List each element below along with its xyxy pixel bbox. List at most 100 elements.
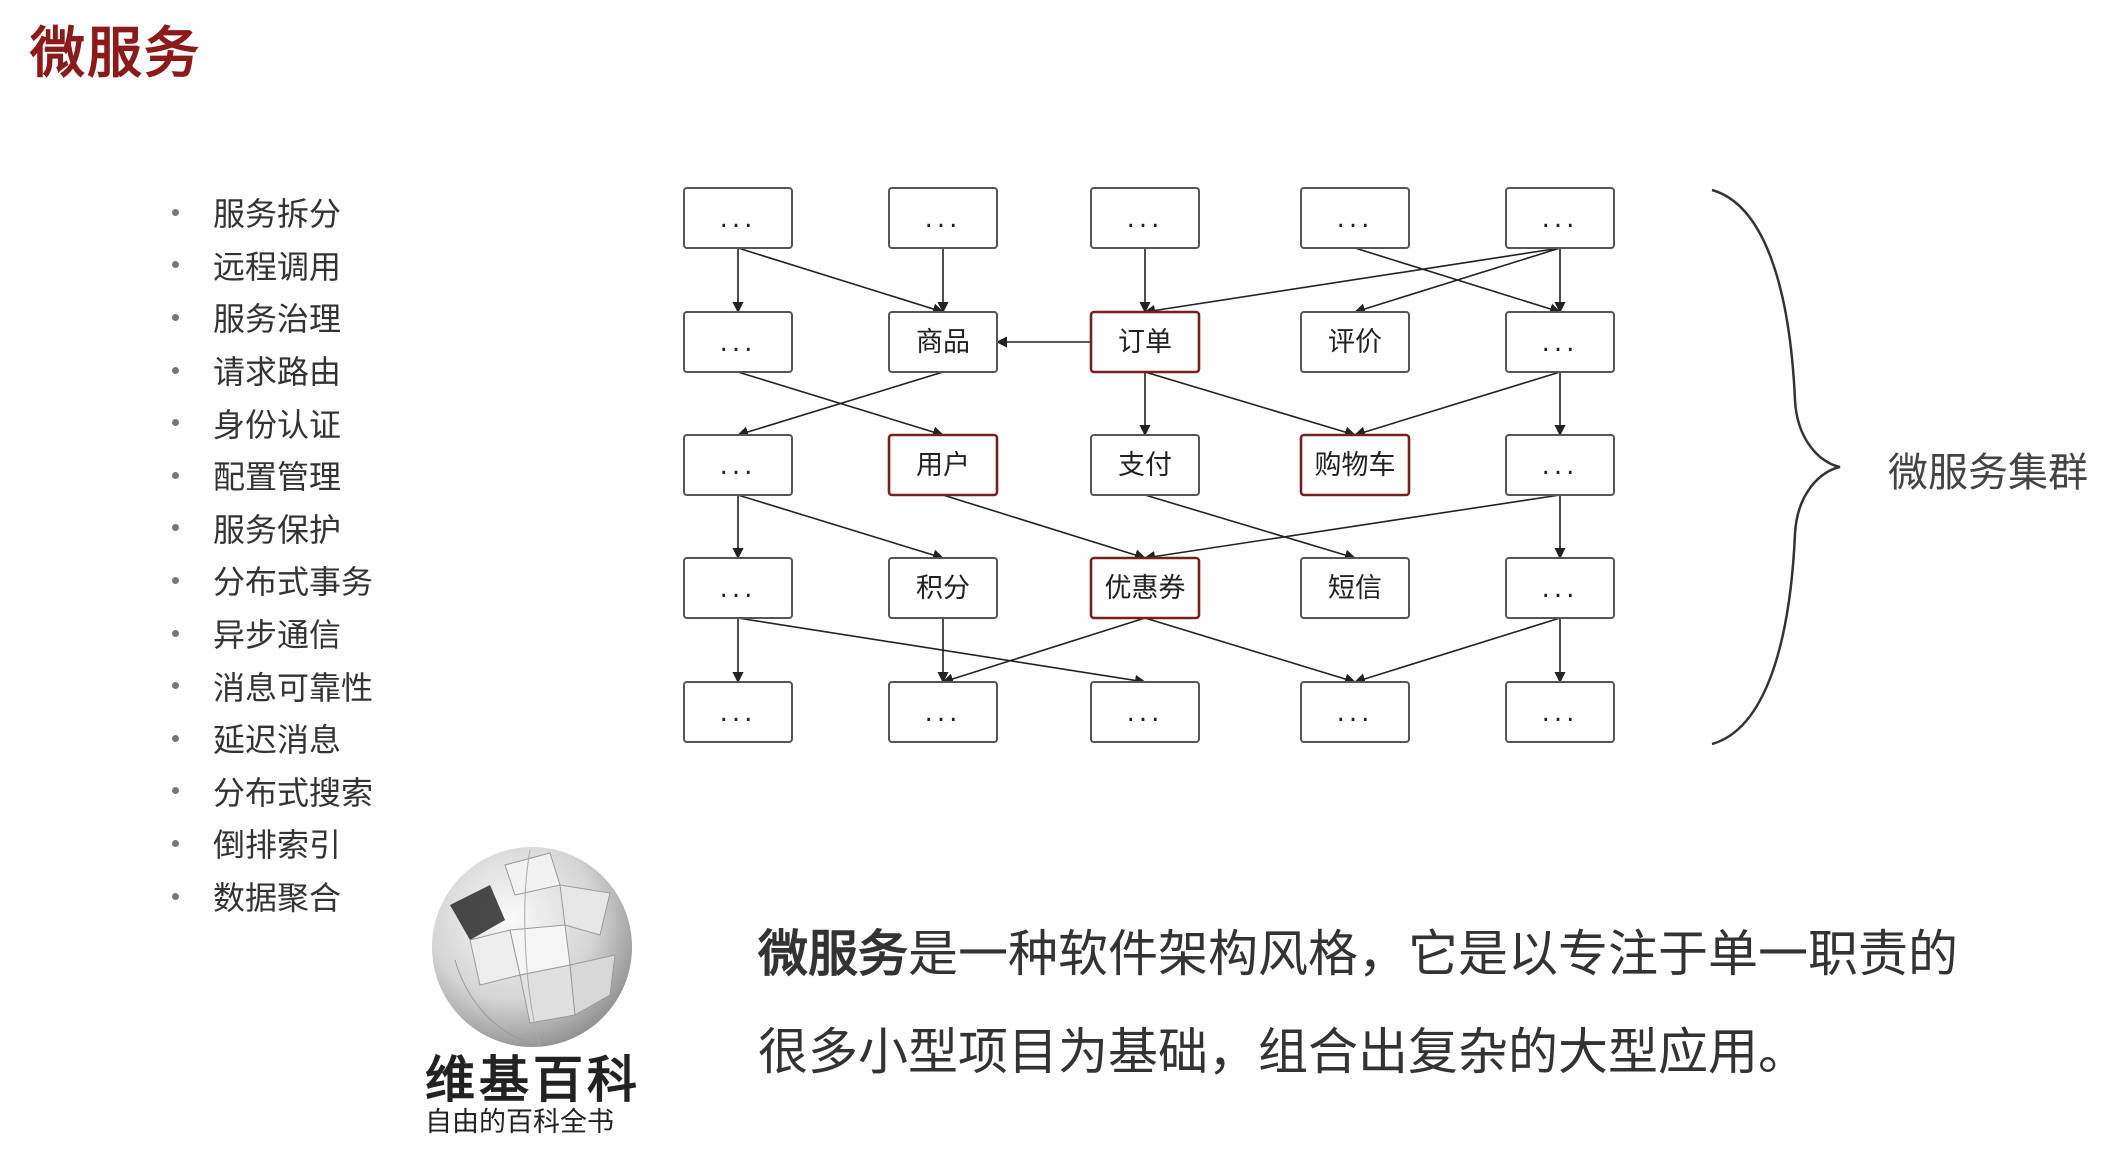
dependency-arrow: [1354, 247, 1562, 315]
feature-label: 数据聚合: [213, 879, 342, 918]
service-box: [1300, 557, 1410, 619]
service-node: ...: [1505, 681, 1615, 743]
feature-label: 服务治理: [213, 300, 342, 339]
feature-label: 延迟消息: [213, 721, 342, 760]
service-node: ...: [1505, 434, 1615, 496]
service-label: 短信: [1328, 573, 1382, 604]
bullet-icon: [172, 471, 179, 479]
feature-item: 远程调用: [172, 239, 373, 292]
cluster-label: 微服务集群: [1888, 450, 2088, 496]
feature-item: 身份认证: [172, 396, 373, 449]
service-node: 购物车: [1299, 433, 1411, 497]
feature-label: 服务拆分: [213, 195, 342, 234]
definition-line-1: 微服务是一种软件架构风格，它是以专注于单一职责的: [758, 905, 2098, 1003]
service-box: [1505, 557, 1615, 619]
service-box: [1089, 310, 1201, 374]
feature-item: 延迟消息: [172, 712, 373, 765]
service-node: ...: [1090, 681, 1200, 743]
definition-line-2: 很多小型项目为基础，组合出复杂的大型应用。: [758, 1023, 1808, 1081]
service-box: [1300, 187, 1410, 249]
feature-item: 数据聚合: [172, 870, 373, 923]
service-node: 短信: [1300, 557, 1410, 619]
feature-item: 倒排索引: [172, 817, 373, 870]
dependency-arrow: [1144, 371, 1357, 438]
bullet-icon: [172, 839, 179, 847]
service-node: ...: [1300, 187, 1410, 249]
service-node: 支付: [1090, 434, 1200, 496]
bullet-icon: [172, 629, 179, 637]
feature-item: 配置管理: [172, 449, 373, 502]
service-node: 积分: [888, 557, 998, 619]
feature-label: 分布式搜索: [213, 773, 374, 812]
service-box: [887, 433, 999, 497]
service-label: ...: [720, 574, 757, 604]
service-node: 商品: [888, 311, 998, 373]
service-box: [1090, 434, 1200, 496]
service-node: ...: [1505, 311, 1615, 373]
service-label: 用户: [916, 450, 970, 481]
bullet-icon: [172, 576, 179, 584]
service-label: 积分: [916, 573, 970, 604]
dependency-arrow: [1353, 617, 1561, 685]
feature-item: 服务拆分: [172, 186, 373, 239]
bullet-icon: [172, 787, 179, 795]
service-label: ...: [1337, 204, 1374, 234]
definition-text: 微服务是一种软件架构风格，它是以专注于单一职责的 很多小型项目为基础，组合出复杂…: [758, 905, 2098, 1101]
service-label: ...: [1542, 698, 1579, 728]
service-node: ...: [1090, 187, 1200, 249]
service-box: [1300, 681, 1410, 743]
bullet-icon: [172, 366, 179, 374]
cluster-brace: [1711, 188, 1841, 746]
service-label: ...: [720, 328, 757, 358]
service-node: ...: [683, 557, 793, 619]
service-node: ...: [683, 681, 793, 743]
feature-label: 请求路由: [213, 353, 342, 392]
service-box: [1300, 311, 1410, 373]
dependency-arrow: [1144, 494, 1357, 561]
service-label: ...: [1127, 204, 1164, 234]
feature-label: 身份认证: [213, 405, 342, 444]
service-node: 订单: [1089, 310, 1201, 374]
service-label: ...: [1542, 328, 1579, 358]
service-box: [683, 434, 793, 496]
feature-item: 分布式搜索: [172, 765, 373, 818]
feature-label: 异步通信: [213, 616, 342, 655]
dependency-arrow: [1143, 247, 1561, 316]
service-label: ...: [720, 698, 757, 728]
feature-list: 服务拆分 远程调用 服务治理 请求路由 身份认证 配置管理 服务保护 分布式事务…: [172, 186, 373, 922]
service-label: 优惠券: [1105, 573, 1186, 604]
service-node: ...: [1505, 557, 1615, 619]
feature-item: 请求路由: [172, 344, 373, 397]
node-layer: .................. 商品 订单 评价...... 用户 支付 购物车...…: [683, 187, 1615, 743]
service-label: 订单: [1118, 327, 1172, 358]
service-label: 评价: [1328, 327, 1382, 358]
service-box: [888, 557, 998, 619]
service-box: [1089, 556, 1201, 620]
dependency-arrow: [736, 371, 944, 438]
feature-label: 配置管理: [213, 458, 342, 497]
feature-item: 异步通信: [172, 607, 373, 660]
service-label: ...: [1542, 204, 1579, 234]
bullet-icon: [172, 419, 179, 427]
feature-label: 服务保护: [213, 510, 342, 549]
service-node: ...: [1505, 187, 1615, 249]
dependency-arrow: [1143, 494, 1561, 563]
bullet-icon: [172, 734, 179, 742]
bullet-icon: [172, 682, 179, 690]
service-node: ...: [683, 187, 793, 249]
service-label: ...: [720, 204, 757, 234]
service-box: [683, 681, 793, 743]
service-box: [1505, 681, 1615, 743]
service-box: [1090, 681, 1200, 743]
definition-rest: 是一种软件架构风格，它是以专注于单一职责的: [908, 925, 1958, 983]
service-label: ...: [925, 698, 962, 728]
definition-term: 微服务: [758, 925, 908, 983]
wikipedia-globe-icon: [432, 847, 632, 1047]
service-box: [683, 187, 793, 249]
service-label: ...: [1542, 451, 1579, 481]
service-box: [1090, 187, 1200, 249]
feature-label: 远程调用: [213, 247, 342, 286]
service-label: ...: [1542, 574, 1579, 604]
service-box: [1299, 433, 1411, 497]
